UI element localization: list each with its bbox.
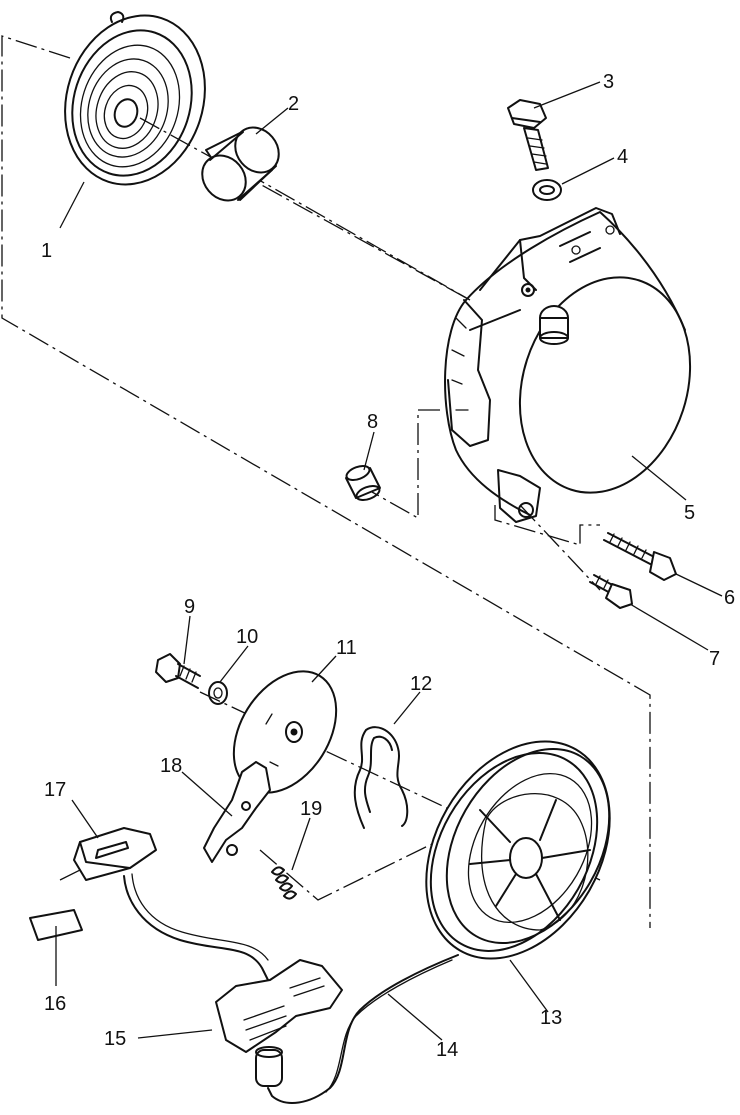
callout-labels: 1 2 3 4 5 6 7 8 9 10 11 12 13 14 15 16 1…: [41, 71, 735, 1061]
sleeve: [345, 465, 381, 501]
callout-14: 14: [436, 1039, 458, 1061]
callout-6: 6: [724, 587, 735, 609]
pawl-spring: [271, 866, 297, 900]
starter-handle: [215, 959, 343, 1087]
handle-rope: [123, 873, 269, 981]
callout-5: 5: [684, 502, 695, 524]
lock-washer: [208, 681, 228, 705]
pawl: [203, 761, 271, 863]
callout-7: 7: [709, 648, 720, 670]
callout-10: 10: [236, 626, 258, 648]
callout-15: 15: [104, 1028, 126, 1050]
leader-lines: [55, 81, 723, 1041]
callout-17: 17: [44, 779, 66, 801]
long-screw: [603, 532, 677, 581]
bushing: [201, 126, 280, 202]
callout-9: 9: [184, 596, 195, 618]
friction-plate: [232, 670, 338, 794]
rewind-spring: [64, 11, 206, 186]
callout-13: 13: [540, 1007, 562, 1029]
rope-handle-insert: [73, 827, 157, 881]
spring-clip: [353, 726, 409, 829]
callout-19: 19: [300, 798, 322, 820]
callout-16: 16: [44, 993, 66, 1015]
housing-bolt: [507, 99, 549, 171]
callout-1: 1: [41, 240, 52, 262]
washer: [532, 179, 562, 201]
starter-rope: [267, 954, 459, 1104]
callout-4: 4: [617, 146, 628, 168]
rope-pulley: [425, 740, 611, 960]
pawl-bolt: [155, 653, 201, 689]
callout-12: 12: [410, 673, 432, 695]
callout-11: 11: [336, 637, 357, 659]
label-plate: [29, 909, 83, 941]
short-screw: [589, 574, 633, 609]
callout-8: 8: [367, 411, 378, 433]
callout-2: 2: [288, 93, 299, 115]
callout-18: 18: [160, 755, 182, 777]
recoil-housing: [444, 207, 692, 523]
callout-3: 3: [603, 71, 614, 93]
